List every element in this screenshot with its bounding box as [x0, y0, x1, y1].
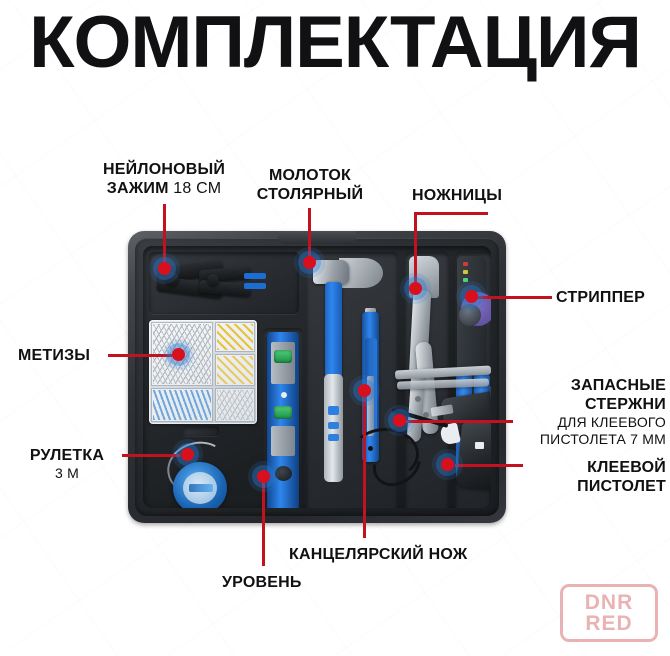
callout-glue-gun-line1: КЛЕЕВОЙ	[587, 459, 666, 476]
callout-nylon-clamp-line2: ЗАЖИМ 18 СМ	[76, 179, 252, 198]
tray-latch-slot	[183, 426, 219, 436]
callout-fasteners-label: МЕТИЗЫ	[18, 347, 91, 364]
watermark-line1: DNR	[584, 591, 634, 614]
callout-glue-rods-sub2: ПИСТОЛЕТА 7 ММ	[539, 431, 666, 447]
tray-foam-insert	[143, 246, 491, 508]
callout-glue-gun-line2: ПИСТОЛЕТ	[577, 478, 666, 495]
callout-stripper: СТРИППЕР	[556, 288, 645, 307]
callout-glue-rods: ЗАПАСНЫЕ СТЕРЖНИ ДЛЯ КЛЕЕВОГО ПИСТОЛЕТА …	[520, 376, 666, 448]
callout-level-label: УРОВЕНЬ	[222, 574, 302, 591]
callout-tape-measure: РУЛЕТКА 3 М	[12, 446, 122, 482]
marker-dot-stripper[interactable]	[465, 290, 478, 303]
marker-dot-hammer[interactable]	[303, 256, 316, 269]
marker-dot-scissors[interactable]	[409, 282, 422, 295]
callout-scissors: НОЖНИЦЫ	[412, 186, 502, 205]
leader-line-hammer	[308, 208, 311, 262]
leader-line-glue-rods	[455, 420, 513, 423]
callout-nylon-clamp: НЕЙЛОНОВЫЙ ЗАЖИМ 18 СМ	[76, 160, 252, 198]
callout-glue-rods-line1: ЗАПАСНЫЕ	[570, 377, 666, 394]
leader-line-nylon-clamp	[163, 204, 166, 268]
dnr-red-watermark-logo: DNR RED	[560, 584, 658, 642]
leader-line-scissors-vertical	[414, 212, 417, 286]
leader-line-scissors-horizontal	[414, 212, 488, 215]
callout-hammer-line1: МОЛОТОК	[268, 167, 352, 184]
leader-line-stripper	[472, 296, 552, 299]
watermark-line2: RED	[585, 612, 633, 635]
callout-hammer: МОЛОТОК СТОЛЯРНЫЙ	[248, 166, 372, 204]
marker-dot-nylon-clamp[interactable]	[158, 262, 171, 275]
marker-dot-fasteners[interactable]	[172, 348, 185, 361]
callout-nylon-clamp-line1: НЕЙЛОНОВЫЙ	[102, 161, 226, 178]
marker-dot-glue-rods[interactable]	[393, 414, 406, 427]
callout-nylon-clamp-label: ЗАЖИМ	[106, 180, 169, 197]
leader-line-level	[262, 476, 265, 566]
callout-utility-knife: КАНЦЕЛЯРСКИЙ НОЖ	[289, 545, 467, 564]
leader-line-tape-measure	[122, 454, 180, 457]
marker-dot-level[interactable]	[257, 470, 270, 483]
leader-line-utility-knife	[363, 390, 366, 538]
callout-fasteners: МЕТИЗЫ	[18, 346, 90, 365]
callout-glue-rods-sub1: ДЛЯ КЛЕЕВОГО	[557, 414, 666, 430]
leader-line-fasteners	[108, 354, 178, 357]
callout-glue-gun: КЛЕЕВОЙ ПИСТОЛЕТ	[528, 458, 666, 496]
callout-stripper-label: СТРИППЕР	[556, 289, 646, 306]
toolbox-tray-photo	[128, 231, 506, 523]
callout-utility-knife-label: КАНЦЕЛЯРСКИЙ НОЖ	[289, 546, 468, 563]
marker-dot-glue-gun[interactable]	[441, 458, 454, 471]
callout-tape-measure-length: 3 М	[55, 465, 79, 481]
callout-nylon-clamp-size: 18 СМ	[173, 180, 222, 197]
marker-dot-tape-measure[interactable]	[181, 448, 194, 461]
page-title: КОМПЛЕКТАЦИЯ	[29, 2, 642, 83]
fasteners-organizer-box	[149, 320, 257, 424]
tray-handle-notch	[278, 231, 356, 244]
marker-dot-utility-knife[interactable]	[358, 384, 371, 397]
callout-tape-measure-label: РУЛЕТКА	[29, 447, 105, 464]
callout-hammer-line2: СТОЛЯРНЫЙ	[256, 186, 364, 203]
callout-level: УРОВЕНЬ	[222, 573, 302, 592]
callout-scissors-label: НОЖНИЦЫ	[412, 187, 503, 204]
leader-line-glue-gun	[455, 464, 523, 467]
callout-glue-rods-line2: СТЕРЖНИ	[585, 396, 666, 413]
leader-line-glue-rods-inner	[399, 420, 457, 423]
